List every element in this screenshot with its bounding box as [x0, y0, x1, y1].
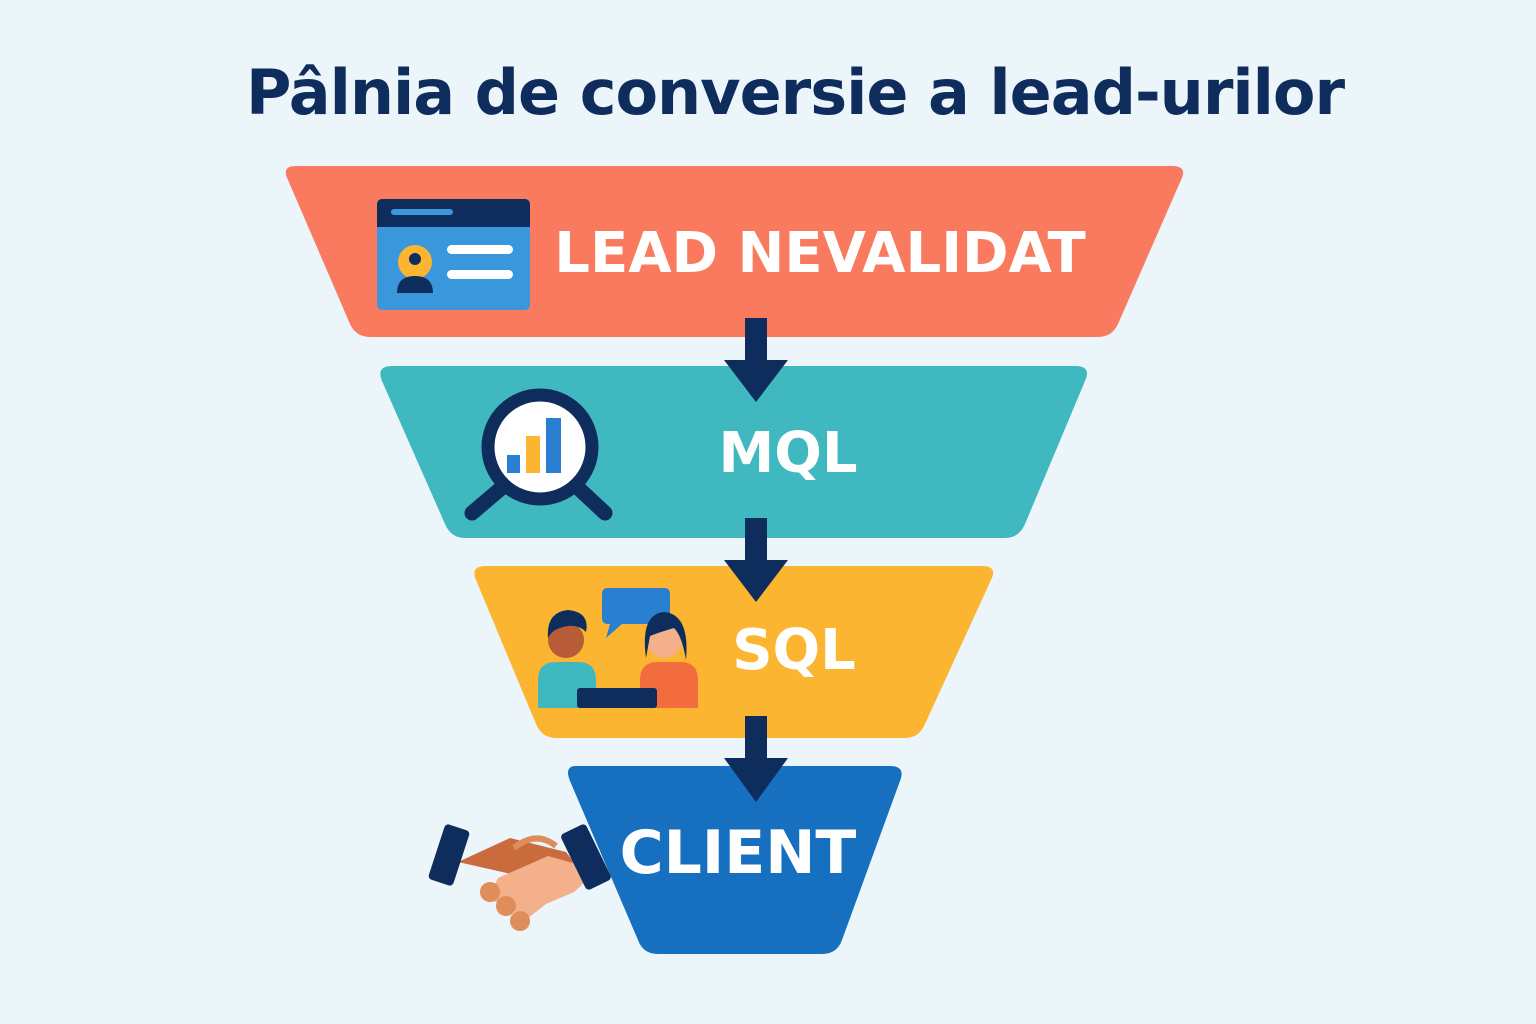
funnel-stage-client: CLIENT	[428, 766, 902, 954]
stage-band	[568, 766, 902, 954]
stage-label: MQL	[718, 421, 857, 486]
down-arrow	[724, 716, 788, 802]
funnel-stage-sql: SQL	[474, 566, 994, 738]
contact-card-icon	[377, 199, 530, 310]
down-arrow	[724, 318, 788, 402]
magnifier-chart-icon	[464, 388, 613, 521]
people-conversation-icon	[538, 588, 698, 708]
stage-label: LEAD NEVALIDAT	[554, 221, 1085, 286]
stage-label: CLIENT	[620, 818, 857, 888]
page-title: Pâlnia de conversie a lead-urilor	[246, 56, 1345, 129]
stage-label: SQL	[732, 618, 856, 683]
handshake-icon	[428, 824, 611, 931]
down-arrow	[724, 518, 788, 602]
funnel-stage-mql: MQL	[380, 366, 1088, 538]
funnel-stage-lead-nevalidat: LEAD NEVALIDAT	[285, 166, 1184, 337]
